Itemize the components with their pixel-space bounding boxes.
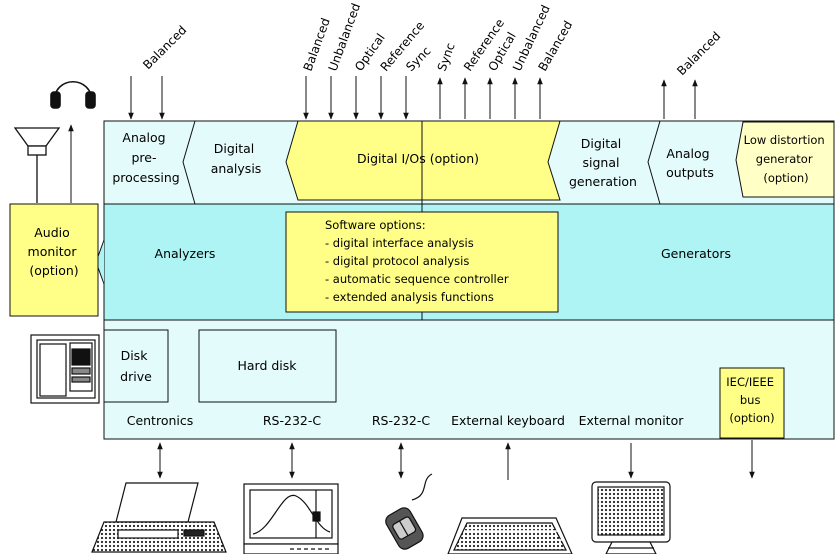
digital-signal-generation-label: Digital signal generation xyxy=(569,136,637,189)
speaker-icon xyxy=(13,127,61,203)
software-options-box xyxy=(285,211,559,313)
generators-label: Generators xyxy=(661,246,731,261)
disk-drive-box xyxy=(103,329,169,403)
audio-monitor-label: Audio monitor (option) xyxy=(28,225,81,278)
port-rs232c-1: RS-232-C xyxy=(263,413,321,428)
software-options-list: Software options: - digital interface an… xyxy=(325,218,512,304)
port-external-monitor: External monitor xyxy=(579,413,685,428)
divider-dsg-analog xyxy=(647,120,661,205)
digital-ios-label: Digital I/Os (option) xyxy=(357,151,479,166)
hard-disk-box xyxy=(198,329,337,403)
port-external-keyboard: External keyboard xyxy=(451,413,565,428)
plotter-icon xyxy=(243,483,339,554)
port-centronics: Centronics xyxy=(127,413,194,428)
disk-drive-label: Disk drive xyxy=(120,348,152,384)
audio-monitor-block xyxy=(9,203,99,317)
low-distortion-label: Low distortion generator (option) xyxy=(744,133,829,185)
analyzers-label: Analyzers xyxy=(155,246,216,261)
port-rs232c-2: RS-232-C xyxy=(372,413,430,428)
label-analog-out-balanced: Balanced xyxy=(674,29,723,78)
monitor-icon xyxy=(591,481,671,554)
digital-ios-block xyxy=(285,120,561,201)
instrument-front-icon xyxy=(30,334,100,404)
hard-disk-label: Hard disk xyxy=(237,358,297,373)
label-analog-in-balanced: Balanced xyxy=(140,23,189,72)
iec-bus-label: IEC/IEEE bus (option) xyxy=(726,375,777,425)
keyboard-icon xyxy=(447,517,573,554)
digital-analysis-label: Digital analysis xyxy=(211,141,262,176)
mouse-icon xyxy=(385,473,433,550)
low-distortion-block xyxy=(735,121,835,198)
analog-preproc-label: Analog pre- processing xyxy=(112,130,179,185)
printer-icon xyxy=(91,482,227,553)
analog-outputs-label: Analog outputs xyxy=(666,146,714,180)
headphones-icon xyxy=(50,80,96,109)
divider-preproc xyxy=(182,120,196,205)
iec-bus-box xyxy=(719,367,785,439)
label-digital-out-sync: Sync xyxy=(435,41,458,73)
